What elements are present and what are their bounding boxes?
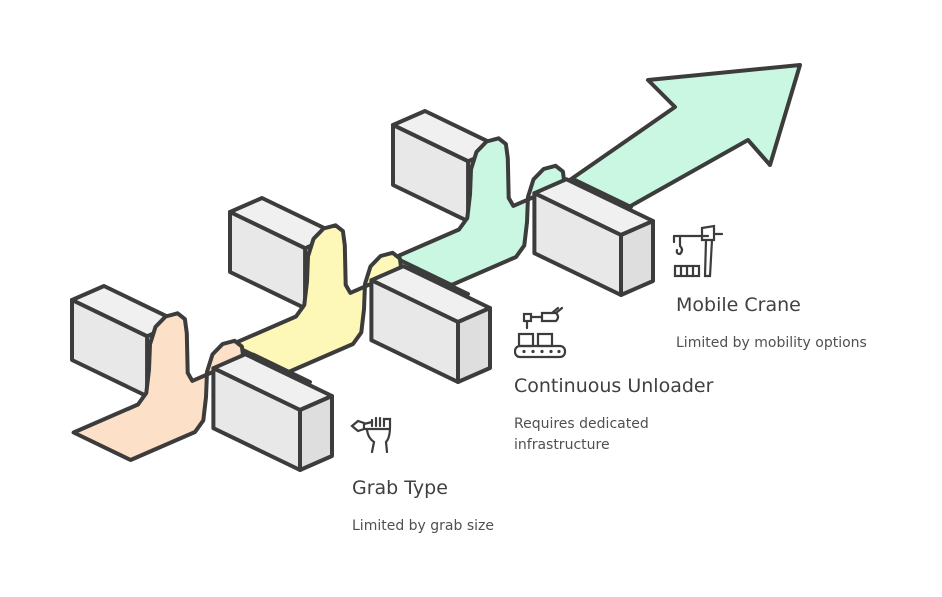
step-description-continuous-unloader: Requires dedicated infrastructure [514,416,649,453]
hand-grab-icon [350,416,392,454]
block-mobile-crane-right-end [619,219,655,297]
step-description-mobile-crane: Limited by mobility options [676,335,867,351]
crane-icon [672,224,724,278]
ribbon-mobile-crane [392,136,633,287]
progress-arrow [562,63,802,213]
conveyor-robot-icon [514,306,567,359]
ribbon-continuous-unloader [229,223,470,374]
block-grab-type-right-end [298,394,334,472]
step-title-mobile-crane: Mobile Crane [676,294,801,316]
step-title-grab-type: Grab Type [352,477,448,499]
block-continuous-unloader-right-end [456,306,492,384]
step-title-continuous-unloader: Continuous Unloader [514,375,714,397]
ribbon-grab-type [71,311,312,462]
step-description-grab-type: Limited by grab size [352,518,494,534]
